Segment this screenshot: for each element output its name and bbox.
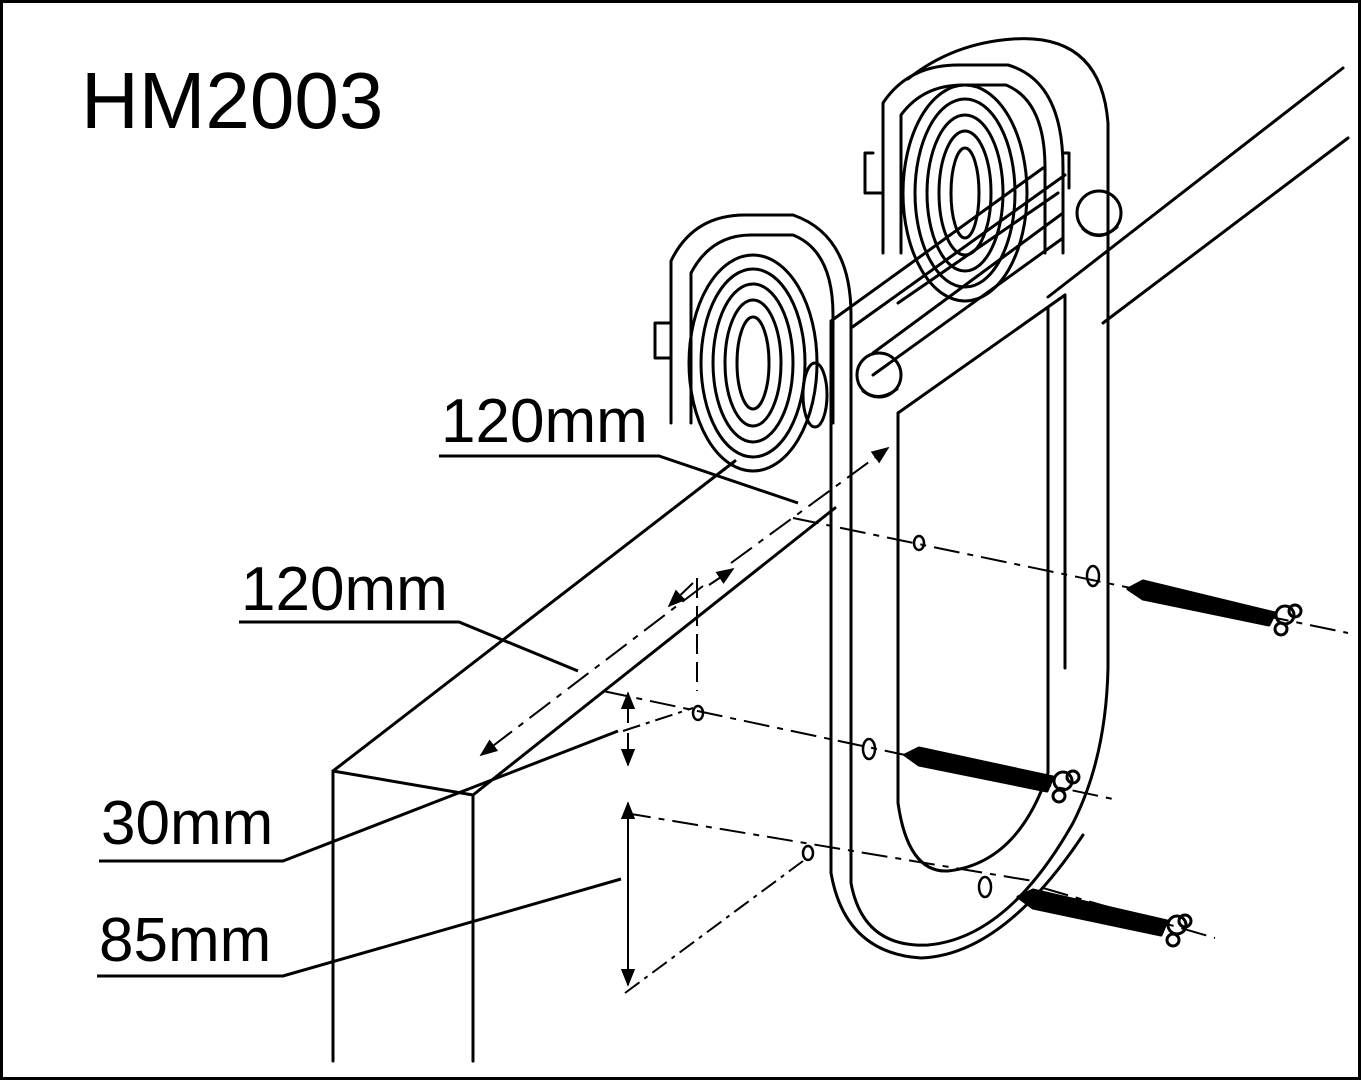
front-wheel — [653, 213, 853, 473]
dimension-label-offset-upper: 30mm — [101, 789, 274, 858]
dimension-label-spacing-top: 120mm — [441, 387, 648, 456]
dimension-label-spacing-edge: 120mm — [241, 555, 448, 624]
rear-wheel — [863, 63, 1071, 303]
model-title: HM2003 — [81, 56, 384, 145]
hardware-drawing — [97, 37, 1350, 1063]
bolt-upper — [1126, 579, 1303, 637]
bolt-middle — [903, 746, 1081, 804]
hanger-strap — [829, 37, 1123, 960]
dimension-label-offset-lower: 85mm — [99, 906, 272, 975]
dimension-lines — [479, 446, 1349, 994]
door-panel — [331, 66, 1350, 1063]
bolt-lower — [1016, 888, 1193, 948]
mounting-holes — [691, 534, 1101, 899]
label-leaders — [97, 454, 799, 978]
